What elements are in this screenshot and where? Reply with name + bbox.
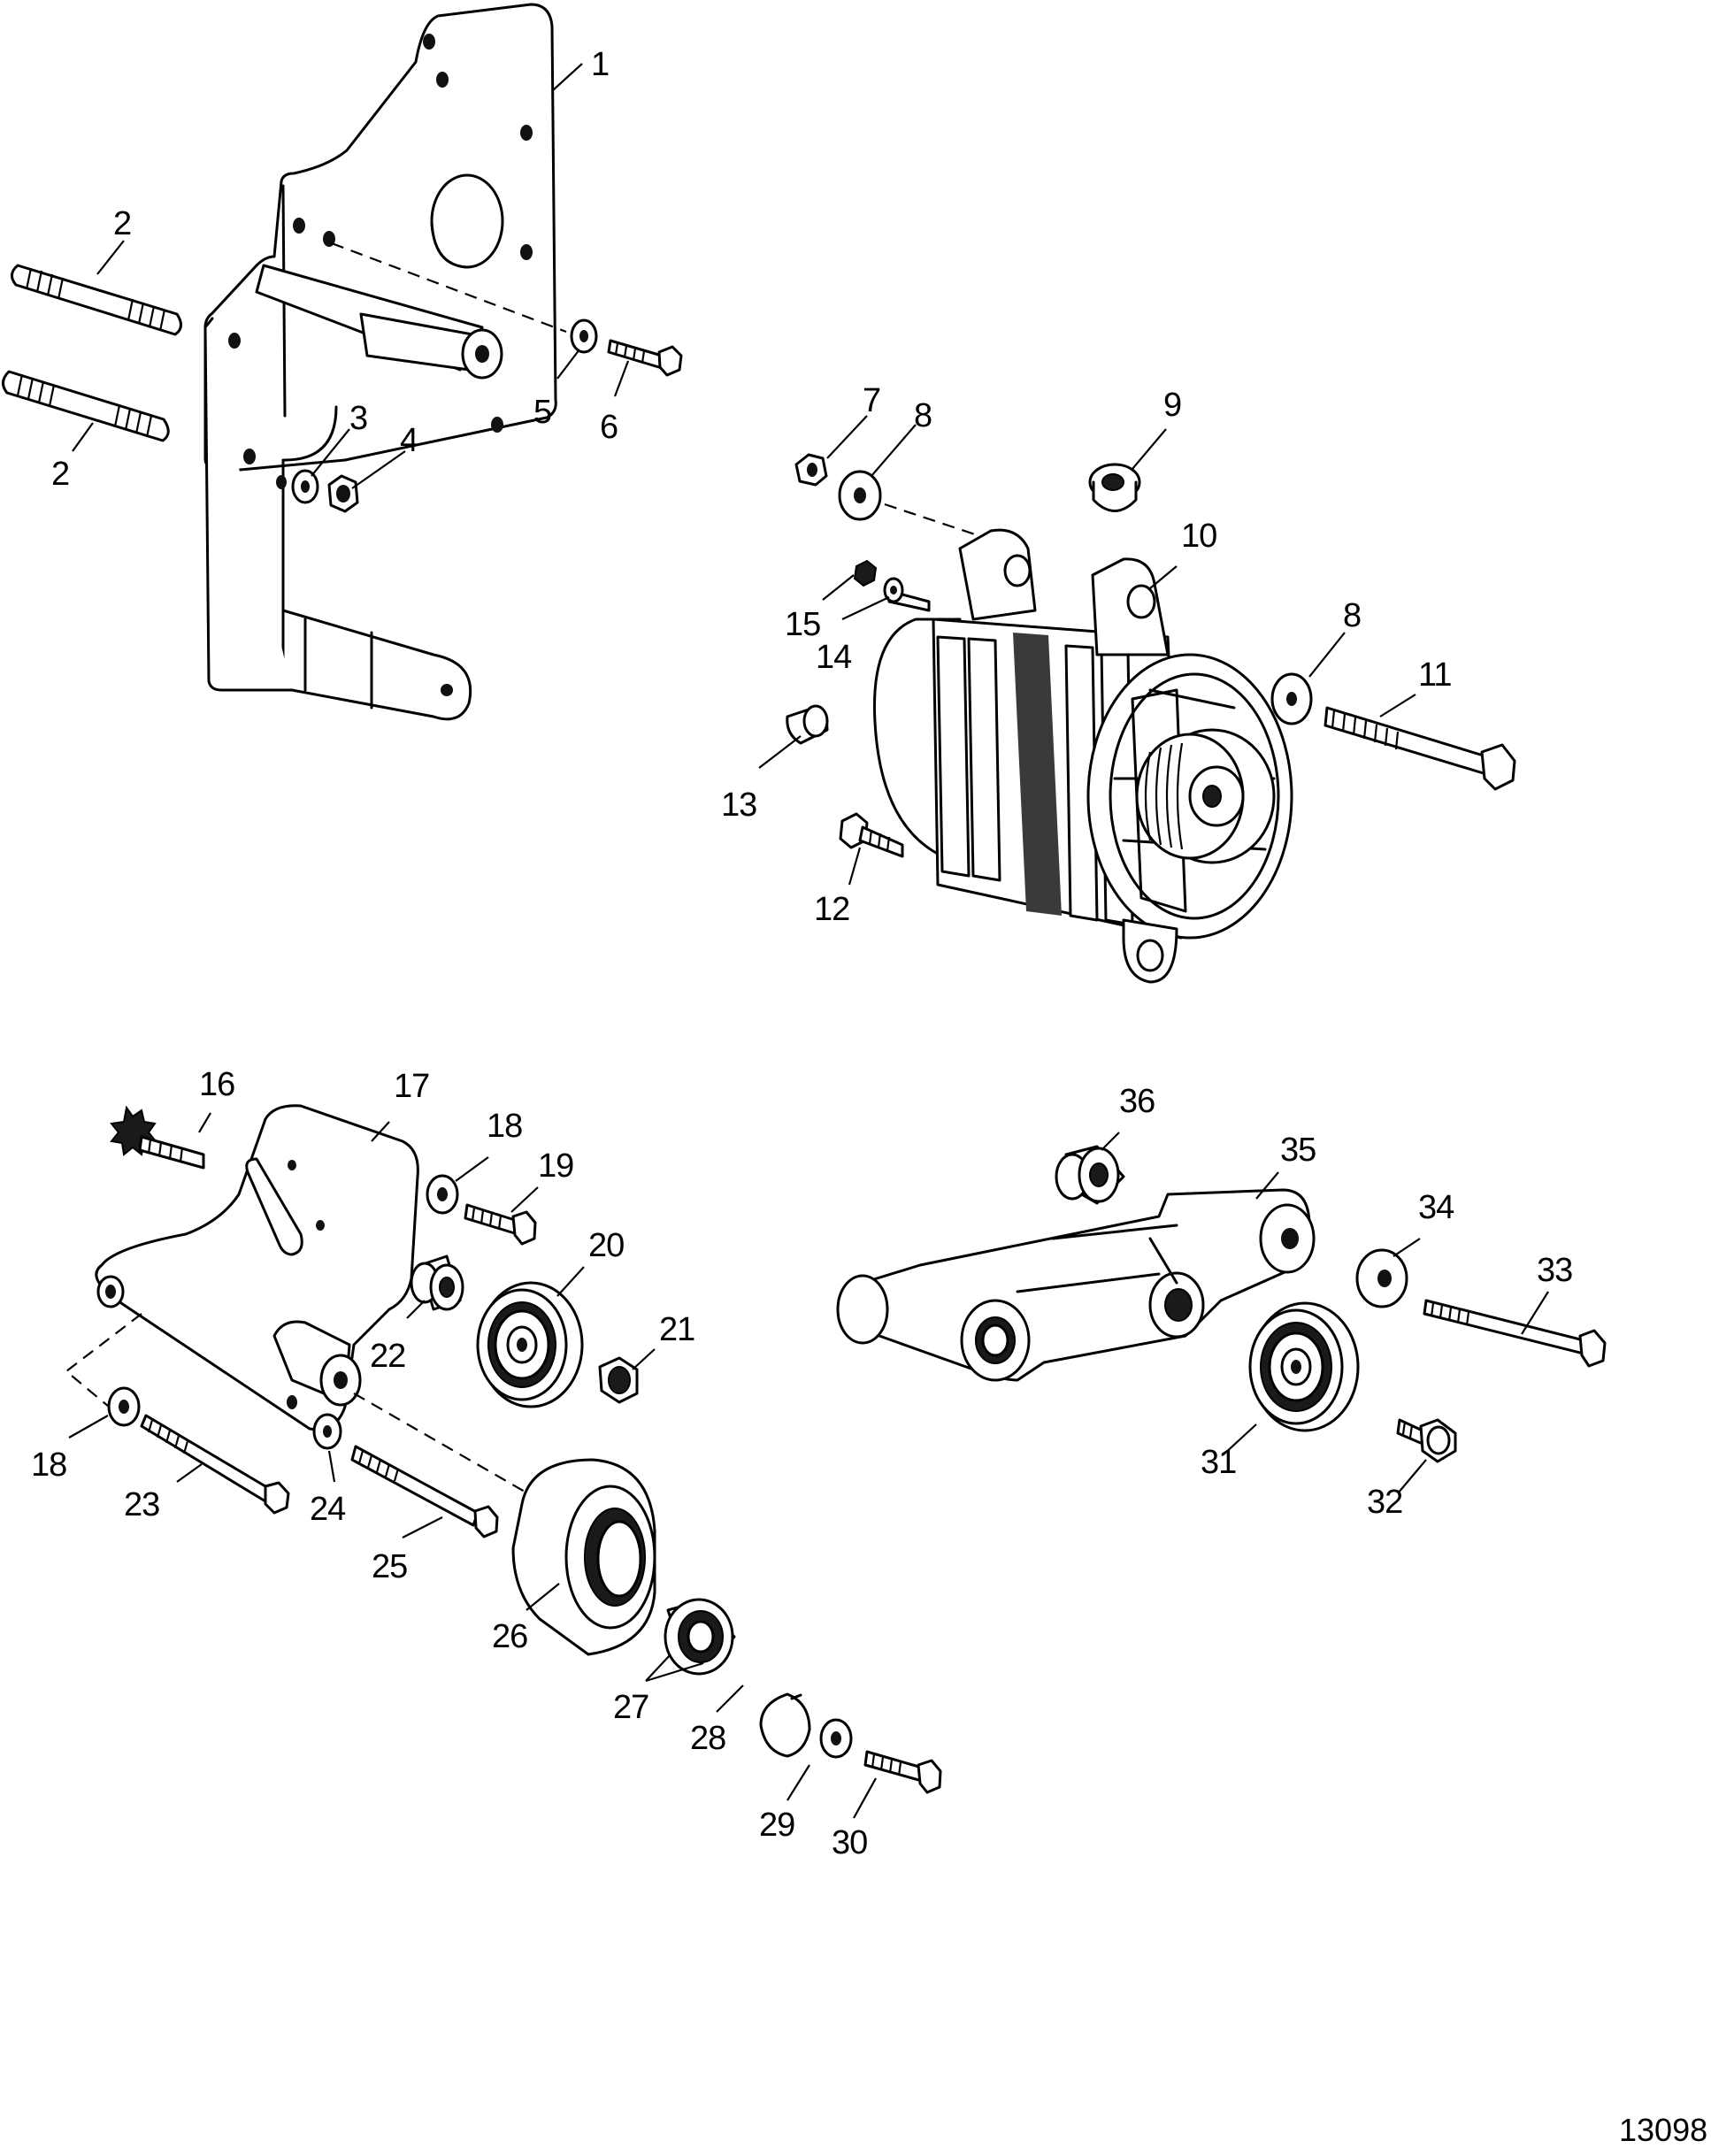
callout-19: 19 — [538, 1147, 573, 1185]
spacer-9 — [1088, 463, 1141, 512]
callout-23: 23 — [124, 1486, 159, 1523]
bolt-23 — [140, 1414, 290, 1515]
bolt-32 — [1396, 1418, 1457, 1463]
retaining-ring-28 — [759, 1692, 811, 1758]
callout-36: 36 — [1119, 1083, 1155, 1120]
callout-10: 10 — [1181, 518, 1216, 555]
callout-2b: 2 — [51, 456, 69, 493]
pulley-31 — [1248, 1301, 1360, 1432]
callout-9: 9 — [1163, 387, 1181, 424]
callout-labels: 1 2 2 3 4 5 6 7 8 9 10 15 14 8 11 13 12 … — [31, 46, 1573, 1861]
callout-28: 28 — [690, 1720, 725, 1757]
callout-3: 3 — [349, 400, 367, 437]
pulley-20 — [476, 1281, 584, 1408]
callout-24: 24 — [310, 1491, 346, 1528]
nut-7 — [794, 453, 828, 487]
callout-18a: 18 — [487, 1108, 522, 1145]
callout-5: 5 — [533, 394, 551, 431]
callout-17: 17 — [394, 1068, 429, 1105]
washer-18-bottom — [107, 1386, 141, 1427]
alternator — [872, 528, 1293, 984]
leader-lines — [68, 63, 1549, 1819]
callout-27: 27 — [613, 1689, 648, 1726]
callout-29: 29 — [759, 1807, 794, 1844]
callout-18b: 18 — [31, 1446, 66, 1484]
callout-31: 31 — [1201, 1444, 1236, 1481]
spacer-22 — [410, 1254, 464, 1311]
bearing-27 — [664, 1598, 736, 1676]
stud-16 — [110, 1105, 205, 1170]
callout-13: 13 — [721, 786, 756, 824]
callout-6: 6 — [600, 409, 618, 446]
tensioner-arm-35 — [836, 1188, 1316, 1382]
washer-24 — [312, 1413, 342, 1450]
pulley-26 — [511, 1458, 656, 1656]
spacer-36 — [1055, 1145, 1125, 1205]
idler-bracket-17 — [95, 1104, 419, 1431]
nut-4 — [327, 474, 359, 513]
bolt-33 — [1423, 1299, 1607, 1368]
callout-33: 33 — [1537, 1252, 1572, 1289]
bolt-30 — [863, 1750, 942, 1794]
callout-1: 1 — [591, 46, 609, 83]
callout-30: 30 — [832, 1824, 867, 1861]
washer-14 — [883, 577, 904, 603]
callout-35: 35 — [1280, 1132, 1316, 1169]
nut-15 — [853, 559, 878, 587]
callout-4: 4 — [400, 422, 418, 459]
callout-25: 25 — [372, 1548, 407, 1585]
washer-29 — [819, 1718, 853, 1759]
callout-20: 20 — [588, 1227, 624, 1264]
callout-16: 16 — [199, 1066, 234, 1103]
callout-26: 26 — [492, 1618, 527, 1655]
stud-lower — [2, 370, 170, 442]
washer-18-top — [426, 1174, 459, 1215]
terminal-cap-13 — [786, 704, 829, 745]
figure-id: 13098 — [1619, 2112, 1707, 2148]
callout-11: 11 — [1418, 656, 1451, 694]
washer-8-right — [1270, 672, 1313, 725]
callout-21: 21 — [659, 1311, 694, 1348]
callout-34: 34 — [1418, 1189, 1454, 1226]
washer-8-top — [838, 470, 882, 521]
bolt-6 — [607, 339, 683, 377]
bolt-12 — [839, 812, 904, 858]
callout-8a: 8 — [914, 397, 932, 434]
bolt-11 — [1324, 706, 1516, 791]
bolt-19 — [464, 1203, 537, 1246]
callout-22: 22 — [370, 1338, 405, 1375]
callout-15: 15 — [785, 606, 820, 643]
mounting-bracket — [203, 3, 557, 721]
callout-2a: 2 — [113, 205, 131, 242]
callout-8b: 8 — [1343, 597, 1361, 634]
callout-32: 32 — [1367, 1484, 1402, 1521]
callout-7: 7 — [863, 382, 880, 419]
callout-12: 12 — [814, 891, 849, 928]
bolt-25 — [350, 1445, 499, 1538]
washer-34 — [1355, 1248, 1408, 1308]
stud-upper — [11, 264, 182, 336]
callout-14: 14 — [816, 639, 852, 676]
nut-21 — [598, 1356, 639, 1404]
